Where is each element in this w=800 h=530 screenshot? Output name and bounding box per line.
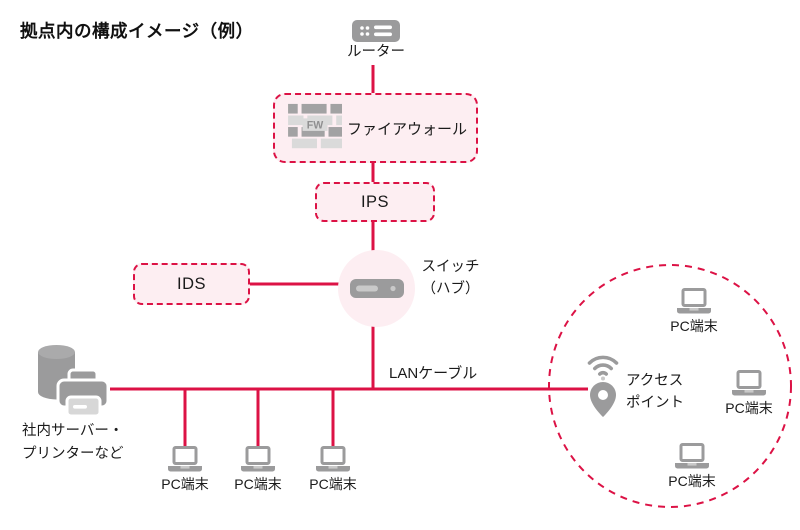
switch-label-line2: （ハブ）: [421, 280, 480, 297]
server-printer-icon: [38, 345, 109, 418]
pc-terminal-icon: [732, 370, 766, 396]
pc-terminal-icon: [677, 288, 711, 314]
firewall-box: FW ファイアウォール: [273, 93, 478, 163]
access-point-label-line1: アクセス: [626, 373, 684, 389]
pc-terminal-icon: [168, 446, 202, 472]
switch-node: [338, 250, 415, 327]
pc-terminal-label: PC端末: [161, 476, 209, 492]
firewall-icon: FW: [288, 103, 342, 149]
router-label: ルーター: [347, 44, 405, 60]
router-icon: [352, 20, 400, 42]
server-printer-label: 社内サーバー・ プリンターなど: [22, 420, 124, 465]
access-point-label-line2: ポイント: [626, 394, 684, 411]
lan-cable-label: LANケーブル: [389, 365, 478, 382]
firewall-label: ファイアウォール: [346, 120, 467, 138]
switch-label-line1: スイッチ: [421, 259, 480, 275]
pc-terminal-icon: [241, 446, 275, 472]
wifi-area-circle: [548, 264, 792, 508]
ips-box: IPS: [315, 182, 435, 222]
switch-icon: [349, 279, 404, 298]
pc-terminal-label: PC端末: [234, 476, 282, 492]
pc-terminal-icon: [316, 446, 350, 472]
page-title: 拠点内の構成イメージ（例）: [20, 21, 254, 41]
server-printer-label-line1: 社内サーバー・: [22, 423, 124, 439]
ips-label: IPS: [360, 192, 390, 211]
server-printer-label-line2: プリンターなど: [22, 445, 124, 462]
ids-box: IDS: [133, 263, 250, 305]
ids-label: IDS: [176, 274, 206, 293]
pc-terminal-label: PC端末: [309, 476, 357, 492]
pc-terminal-label: PC端末: [670, 318, 718, 334]
access-point-icon: [587, 355, 619, 417]
access-point-label: アクセス ポイント: [626, 371, 684, 414]
pc-terminal-label: PC端末: [725, 400, 773, 416]
pc-terminal-label: PC端末: [668, 473, 716, 489]
svg-text:FW: FW: [307, 119, 323, 131]
pc-terminal-icon: [675, 443, 709, 469]
switch-label: スイッチ （ハブ）: [409, 257, 492, 300]
